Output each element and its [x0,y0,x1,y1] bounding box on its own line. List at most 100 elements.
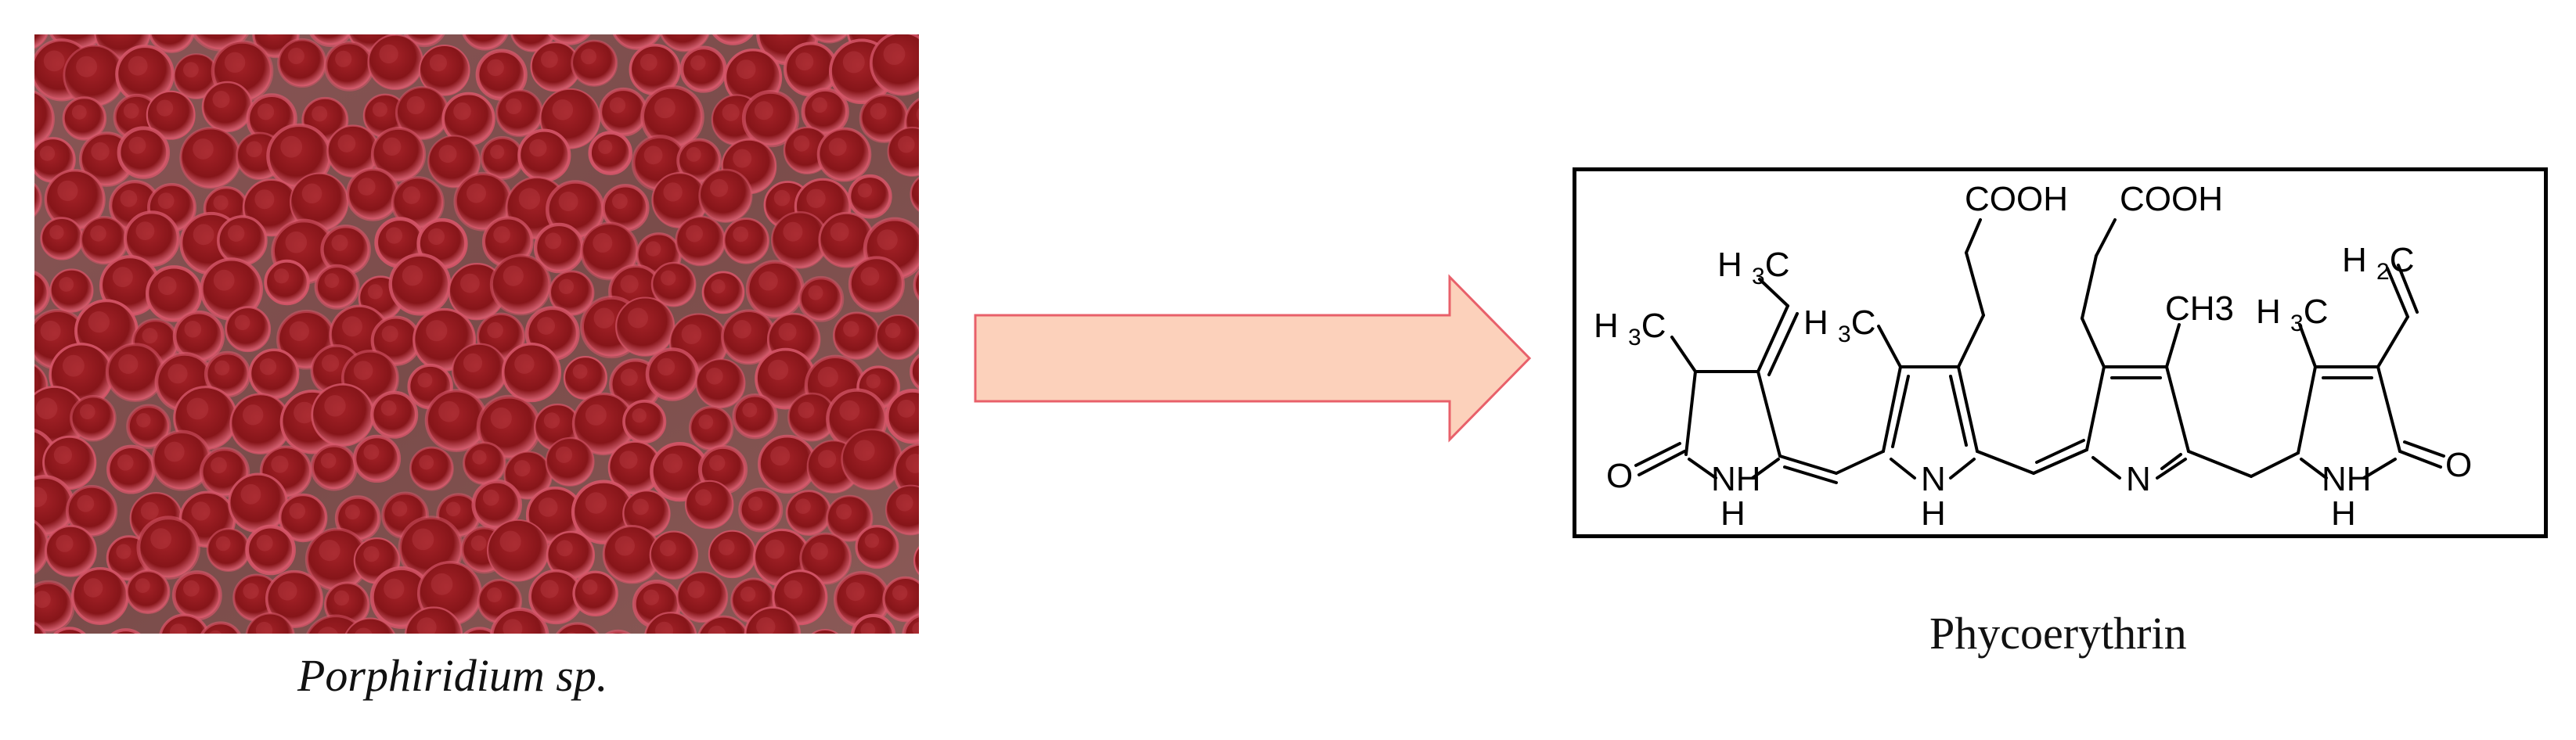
cell-highlight [438,401,459,422]
cell-highlight [381,325,398,343]
cell-highlight [836,504,852,520]
cell [159,613,210,634]
cell-highlight [460,273,480,293]
cell [217,215,268,266]
cell-highlight [157,192,175,209]
cell-highlight [843,321,859,337]
h-ring4-label: H [2331,494,2356,533]
cell [708,530,757,579]
cell-highlight [830,222,849,242]
cell [489,253,552,316]
cell [644,612,697,634]
right-arrow-icon [974,274,1532,443]
cell [487,519,549,582]
cell-highlight [412,528,434,551]
cell [311,383,375,447]
cooh-left-label: COOH [1965,180,2068,218]
cell [148,34,195,53]
cell-highlight [128,56,148,76]
cell-highlight [740,586,756,602]
cell-highlight [632,408,647,423]
cell-highlight [514,354,535,374]
cell-highlight [184,321,202,338]
cell [34,182,42,217]
cell [679,45,727,93]
cell-highlight [34,591,51,609]
cell-highlight [380,400,397,416]
cell-highlight [186,397,209,420]
cell-highlight [895,494,913,512]
cell-highlight [906,454,919,473]
micrograph-image [34,34,919,634]
cell-highlight [506,98,522,114]
cell [875,314,919,360]
cell-highlight [209,630,222,634]
cell-highlight [419,454,434,470]
cell-highlight [228,225,245,242]
cell-highlight [287,48,304,64]
cell-highlight [857,183,873,198]
cell-highlight [711,279,726,294]
cell-highlight [164,441,185,462]
cell-highlight [614,536,635,556]
cell-highlight [828,138,847,156]
cell-highlight [708,625,726,634]
cell [419,45,470,96]
cell [40,217,84,260]
cell-highlight [333,590,350,606]
cell-highlight [157,276,177,296]
cell-highlight [593,307,614,329]
cell-highlight [215,536,231,551]
cell-highlight [344,505,360,520]
cell-highlight [363,444,380,460]
cell-highlight [255,621,273,634]
cell-highlight [686,147,701,162]
cell [388,253,452,316]
cell [265,569,324,628]
cell-highlight [540,580,559,598]
cell [675,215,726,267]
cell [225,306,272,353]
cell-highlight [860,267,880,286]
cell [695,358,746,409]
h3c-ring1-label: H 3C [1594,307,1666,350]
cell-highlight [135,578,150,593]
cell [310,443,358,491]
cell-highlight [503,619,523,634]
cell-highlight [80,404,95,420]
cell-highlight [277,581,297,601]
cell-highlight [718,539,735,555]
cell-highlight [63,354,85,377]
cell-highlight [655,621,673,634]
cell-highlight [566,632,576,634]
cell-highlight [733,149,752,168]
cell-highlight [320,453,337,469]
cell-highlight [598,139,613,154]
cell [126,404,171,449]
cell-highlight [912,622,919,634]
cell-highlight [654,97,676,119]
cell-highlight [116,544,132,559]
cell-highlight [572,364,588,379]
nh-ring1-label: NH [1711,460,1761,498]
chemical-structure: COOH COOH H 3C H 3C H 3C CH3 H 3C H 2C O… [1594,180,2472,533]
cell-highlight [687,580,705,598]
cell [248,348,300,400]
cell [660,34,710,52]
cell [352,434,402,483]
cell-highlight [845,582,865,602]
cell-highlight [860,623,876,634]
cell [136,515,200,580]
cell [309,34,352,48]
cell [125,569,171,614]
nh-ring4-label: NH [2322,460,2372,498]
cell-highlight [324,395,346,417]
n-ring3-label: N [2126,460,2151,498]
cell [201,81,254,133]
cell [370,127,427,182]
cell [34,580,75,634]
cell [712,34,754,45]
cell-highlight [632,498,649,515]
cell-highlight [645,241,661,257]
cell-highlight [211,457,227,474]
